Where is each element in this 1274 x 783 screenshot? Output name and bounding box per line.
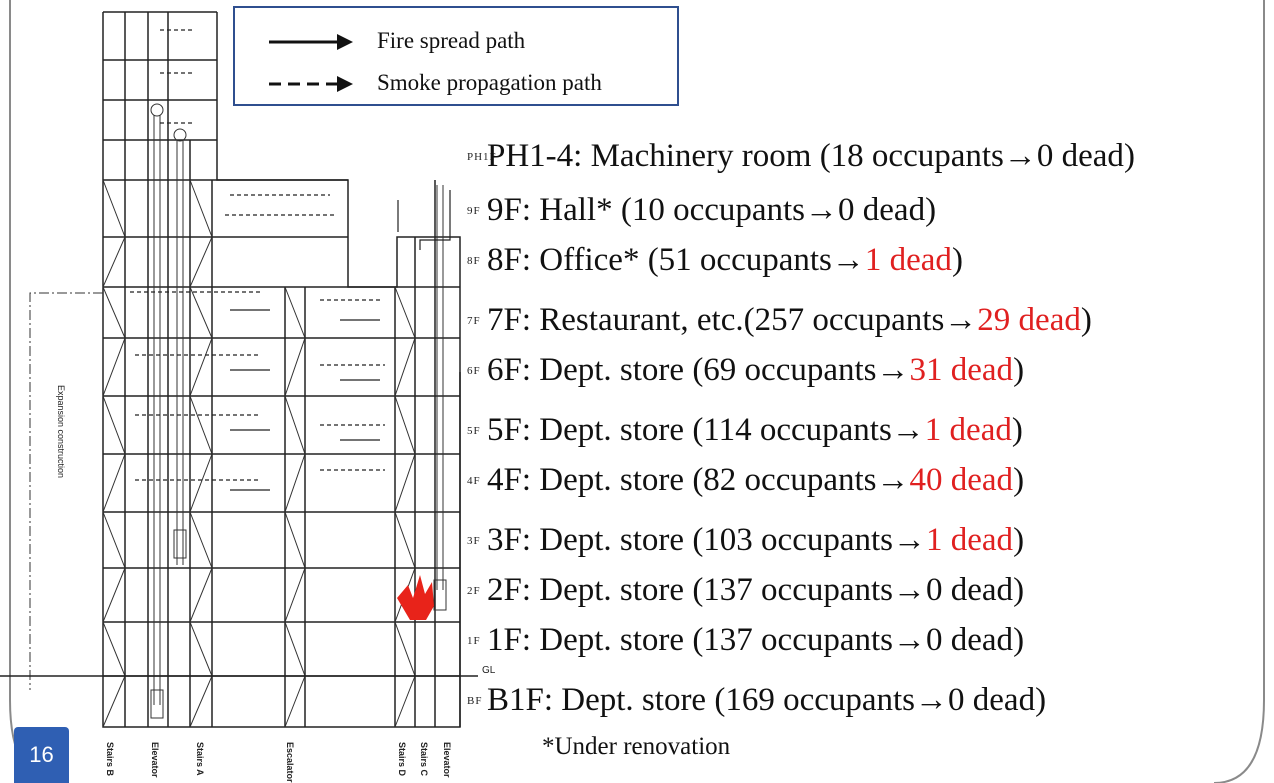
floor-occupants: B1F: Dept. store (169 occupants→ <box>487 682 949 718</box>
floor-description: 2F: Dept. store (137 occupants→0 dead) <box>487 572 1024 608</box>
footnote: *Under renovation <box>542 733 731 760</box>
floor-tag: 5F <box>467 424 481 437</box>
floor-dead-count: 1 dead <box>864 242 952 278</box>
floor-row: 4F 4F: Dept. store (82 occupants→40 dead) <box>467 462 1024 499</box>
floor-dead-count: 1 dead <box>926 522 1014 558</box>
floor-row: BF B1F: Dept. store (169 occupants→0 dead… <box>467 682 1046 719</box>
floor-occupants: 5F: Dept. store (114 occupants→ <box>487 412 925 448</box>
floor-description: 1F: Dept. store (137 occupants→0 dead) <box>487 622 1024 658</box>
stairs-c-label: Stairs C <box>419 742 429 777</box>
dashed-arrow-icon <box>269 76 353 92</box>
floor-occupants: 1F: Dept. store (137 occupants→ <box>487 622 927 658</box>
escalator-label: Escalator <box>285 742 295 783</box>
floor-close-paren: ) <box>1011 412 1023 448</box>
floor-row: 1F 1F: Dept. store (137 occupants→0 dead) <box>467 622 1024 659</box>
smoke-arrows <box>130 29 385 481</box>
floor-dead-count: 0 dead <box>838 192 926 228</box>
stairs-a-label: Stairs A <box>195 742 205 776</box>
floor-close-paren: ) <box>1080 302 1092 338</box>
elevator-shafts <box>150 103 447 719</box>
building-outline <box>102 11 461 728</box>
floor-close-paren: ) <box>1013 462 1025 498</box>
floor-occupants: 3F: Dept. store (103 occupants→ <box>487 522 927 558</box>
floor-tag: 2F <box>467 584 481 597</box>
floor-occupants: 6F: Dept. store (69 occupants→ <box>487 352 910 388</box>
floor-description: 4F: Dept. store (82 occupants→40 dead) <box>487 462 1024 498</box>
floor-dead-count: 0 dead <box>926 622 1014 658</box>
floor-dead-count: 0 dead <box>926 572 1014 608</box>
floor-close-paren: ) <box>951 242 963 278</box>
stairs-d-label: Stairs D <box>397 742 407 777</box>
expansion-line <box>29 292 103 690</box>
floor-close-paren: ) <box>1035 682 1047 718</box>
floor-tag: BF <box>467 694 483 707</box>
floor-close-paren: ) <box>925 192 937 228</box>
floor-tag: 3F <box>467 534 481 547</box>
floor-row: 8F 8F: Office* (51 occupants→1 dead) <box>467 242 963 279</box>
floor-close-paren: ) <box>1013 352 1025 388</box>
floor-close-paren: ) <box>1123 138 1135 174</box>
floor-tag: PH1F <box>467 150 497 163</box>
elevator-label-1: Elevator <box>150 742 160 778</box>
floor-description: B1F: Dept. store (169 occupants→0 dead) <box>487 682 1046 718</box>
elevator-label-2: Elevator <box>442 742 452 778</box>
stair-zigzags <box>102 179 416 728</box>
legend-fire-label: Fire spread path <box>377 28 526 53</box>
expansion-label: Expansion construction <box>56 385 66 478</box>
floor-occupants: 2F: Dept. store (137 occupants→ <box>487 572 927 608</box>
floor-occupants: PH1-4: Machinery room (18 occupants→ <box>487 138 1037 174</box>
floor-row: 9F 9F: Hall* (10 occupants→0 dead) <box>467 192 936 229</box>
floor-occupants: 9F: Hall* (10 occupants→ <box>487 192 839 228</box>
floor-row: PH1FPH1-4: Machinery room (18 occupants→… <box>467 138 1135 175</box>
floor-tag: 8F <box>467 254 481 267</box>
floor-dead-count: 40 dead <box>909 462 1014 498</box>
floor-tag: 7F <box>467 314 481 327</box>
floor-description: PH1-4: Machinery room (18 occupants→0 de… <box>487 138 1135 174</box>
floor-dead-count: 1 dead <box>924 412 1012 448</box>
floor-dead-count: 31 dead <box>909 352 1014 388</box>
floor-tag: 1F <box>467 634 481 647</box>
floor-tag: 9F <box>467 204 481 217</box>
floor-description: 3F: Dept. store (103 occupants→1 dead) <box>487 522 1024 558</box>
floor-description: 6F: Dept. store (69 occupants→31 dead) <box>487 352 1024 388</box>
floor-description: 9F: Hall* (10 occupants→0 dead) <box>487 192 936 228</box>
floor-row: 5F 5F: Dept. store (114 occupants→1 dead) <box>467 412 1023 449</box>
floor-dead-count: 0 dead <box>948 682 1036 718</box>
floor-occupants: 8F: Office* (51 occupants→ <box>487 242 865 278</box>
stairs-b-label: Stairs B <box>105 742 115 777</box>
floor-tag: 6F <box>467 364 481 377</box>
floor-occupants: 7F: Restaurant, etc.(257 occupants→ <box>487 302 978 338</box>
floor-description: 8F: Office* (51 occupants→1 dead) <box>487 242 963 278</box>
solid-arrow-icon <box>269 34 353 50</box>
floor-description: 7F: Restaurant, etc.(257 occupants→29 de… <box>487 302 1092 338</box>
floor-close-paren: ) <box>1013 572 1025 608</box>
floor-occupants: 4F: Dept. store (82 occupants→ <box>487 462 910 498</box>
gl-label: GL <box>482 665 496 676</box>
floor-row: 2F 2F: Dept. store (137 occupants→0 dead) <box>467 572 1024 609</box>
floor-dead-count: 29 dead <box>977 302 1081 338</box>
floor-row: 6F 6F: Dept. store (69 occupants→31 dead) <box>467 352 1024 389</box>
legend: Fire spread path Smoke propagation path <box>233 6 679 106</box>
floor-row: 7F 7F: Restaurant, etc.(257 occupants→29 … <box>467 302 1092 339</box>
floor-row: 3F 3F: Dept. store (103 occupants→1 dead) <box>467 522 1024 559</box>
floor-tag: 4F <box>467 474 481 487</box>
fire-arrows <box>230 190 451 491</box>
legend-smoke-label: Smoke propagation path <box>377 70 602 95</box>
floor-dead-count: 0 dead <box>1036 138 1124 174</box>
fire-symbol <box>397 575 434 620</box>
floor-close-paren: ) <box>1013 522 1025 558</box>
page-number-badge: 16 <box>14 727 69 783</box>
floor-description: 5F: Dept. store (114 occupants→1 dead) <box>487 412 1023 448</box>
floor-close-paren: ) <box>1013 622 1025 658</box>
